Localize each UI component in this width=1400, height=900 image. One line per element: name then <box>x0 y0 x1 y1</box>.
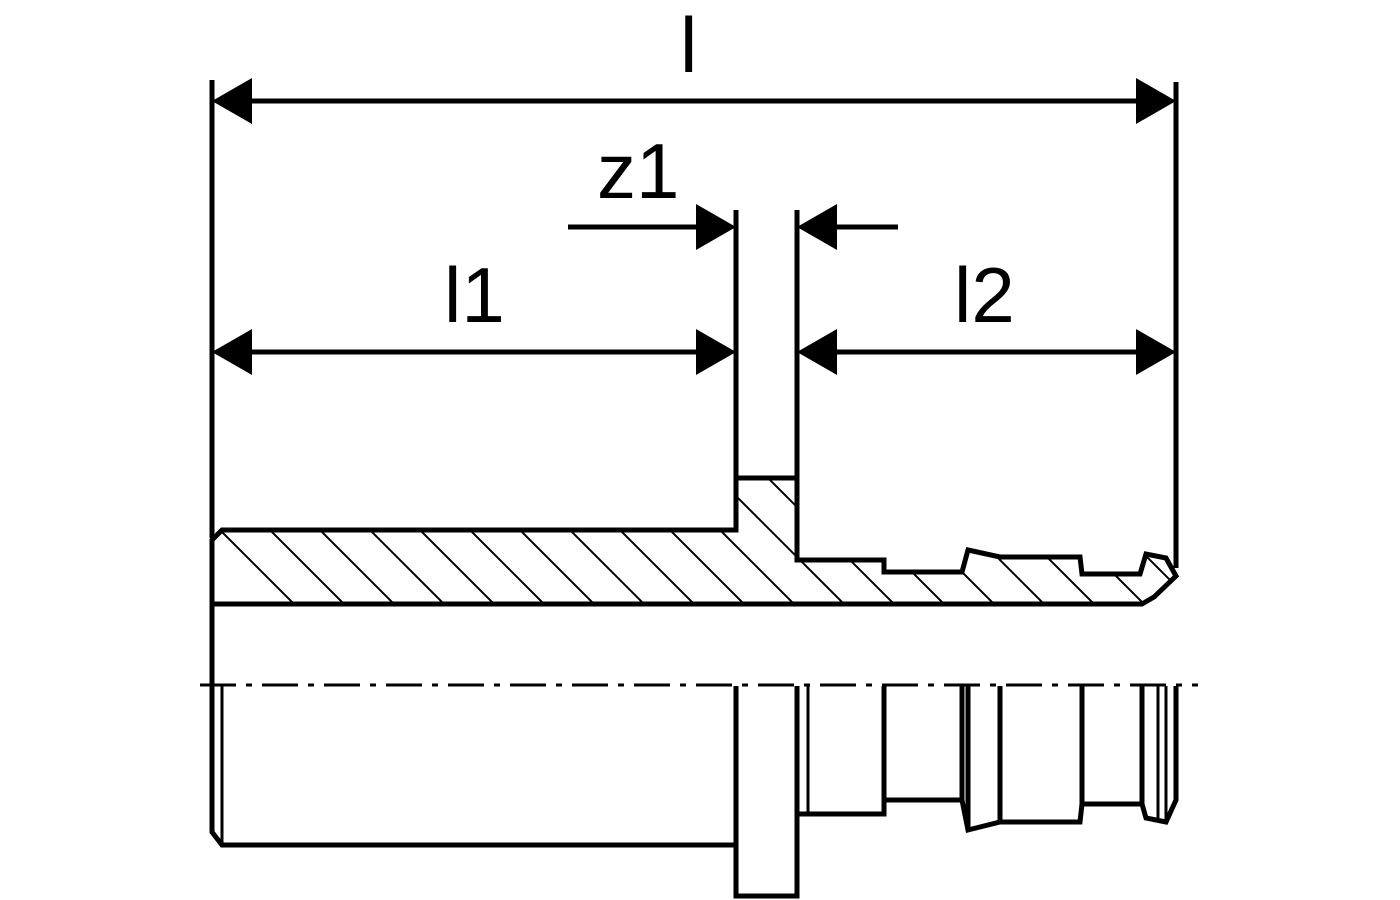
body-right-end <box>797 686 1179 834</box>
hatch-line <box>1260 470 1400 610</box>
collar <box>733 686 800 899</box>
dimension-label-z1: z1 <box>597 127 680 215</box>
arrow-l2-left <box>797 329 837 375</box>
arrow-z1-right <box>797 204 837 250</box>
dimension-label-l2: l2 <box>954 251 1015 339</box>
arrow-l2-right <box>1136 329 1176 375</box>
arrow-l-right <box>1136 78 1176 124</box>
dimension-label-l1: l1 <box>444 251 505 339</box>
section-outline <box>209 475 1180 607</box>
body-left-end <box>209 604 736 848</box>
hatch-line <box>1109 478 1176 604</box>
arrow-l-left <box>212 78 252 124</box>
section-hatching <box>212 470 1400 610</box>
arrow-z1-left <box>696 204 736 250</box>
dimension-label-l: l <box>680 1 698 89</box>
arrow-l1-left <box>212 329 252 375</box>
hatch-line <box>212 478 301 604</box>
arrow-l1-right <box>696 329 736 375</box>
hatch-line <box>1159 478 1176 604</box>
hatch-line <box>1210 470 1350 610</box>
